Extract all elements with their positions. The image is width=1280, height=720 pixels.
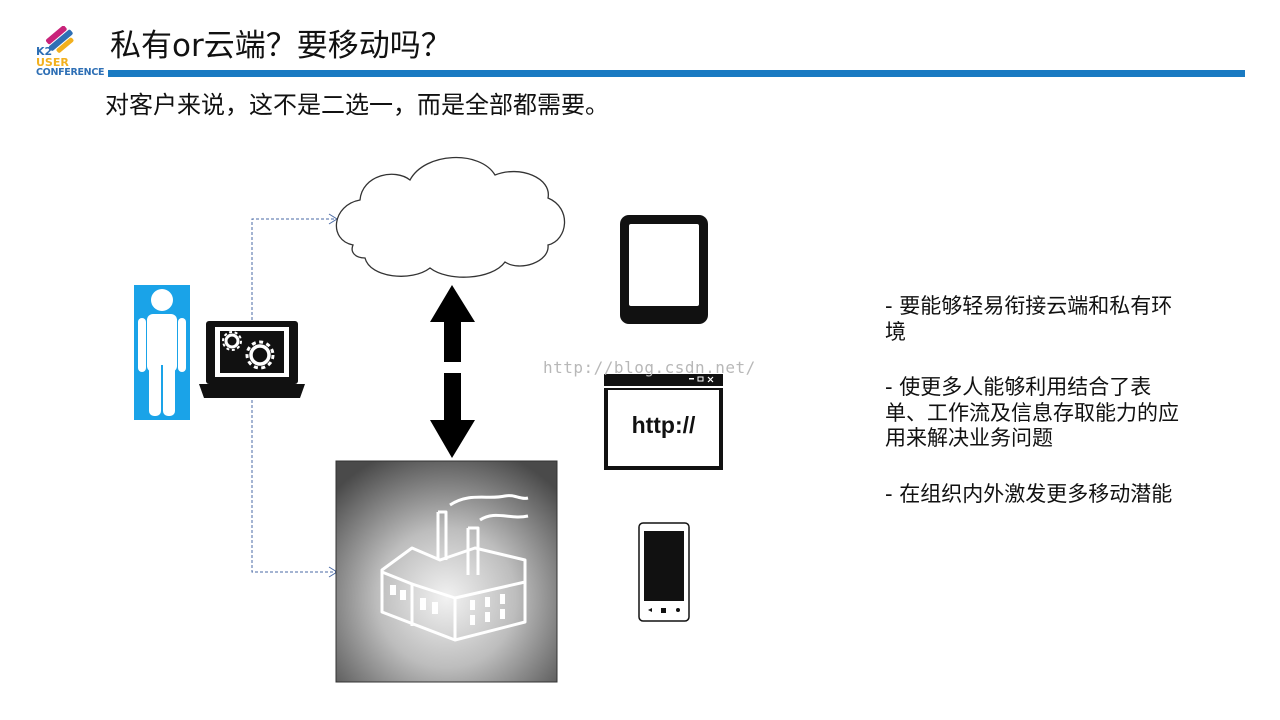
bullet-item: - 使更多人能够利用结合了表单、工作流及信息存取能力的应用来解决业务问题 xyxy=(885,375,1179,450)
bullet-list: - 要能够轻易衔接云端和私有环境 - 使更多人能够利用结合了表单、工作流及信息存… xyxy=(885,294,1185,537)
browser-window-icon xyxy=(604,374,723,470)
logo-text-k2: K2 xyxy=(36,45,53,58)
tablet-icon xyxy=(620,215,708,324)
laptop-gears-icon xyxy=(199,321,305,398)
bidirectional-arrow-icon xyxy=(430,285,475,458)
title-divider-bar xyxy=(108,70,1245,77)
factory-icon xyxy=(335,460,558,683)
smartphone-icon xyxy=(638,522,690,622)
logo-text-user: USER xyxy=(36,56,69,69)
logo-text-conference: CONFERENCE xyxy=(36,67,105,78)
browser-url-text: http:// xyxy=(631,412,696,438)
bullet-item: - 在组织内外激发更多移动潜能 xyxy=(885,481,1173,506)
dashed-connector-lines xyxy=(251,218,336,573)
page-title: 私有or云端？要移动吗？ xyxy=(110,28,452,64)
person-icon xyxy=(134,285,190,420)
cloud-icon xyxy=(335,156,566,278)
bullet-item: - 要能够轻易衔接云端和私有环境 xyxy=(885,294,1173,344)
watermark-text: http://blog.csdn.net/ xyxy=(543,358,756,377)
page-subtitle: 对客户来说，这不是二选一，而是全部都需要。 xyxy=(105,91,609,119)
k2-logo-icon xyxy=(46,26,74,53)
